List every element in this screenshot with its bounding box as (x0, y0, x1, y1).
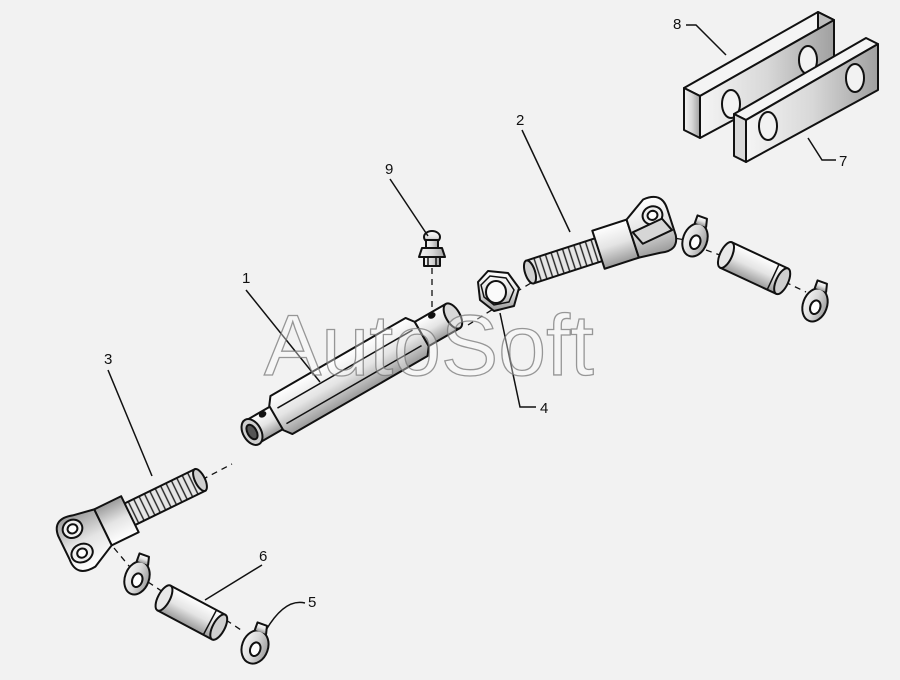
part-2-right-fork-end (522, 195, 678, 285)
assembly-axis-lines (113, 234, 807, 633)
callout-7: 7 (839, 153, 847, 170)
callout-8: 8 (673, 16, 681, 33)
part-6-pins (154, 241, 792, 641)
callout-labels: 1 2 3 4 5 6 7 8 9 (104, 16, 847, 611)
part-5-retaining-clips (123, 214, 829, 665)
part-4-hex-nut (477, 270, 520, 312)
callout-6: 6 (259, 548, 267, 565)
callout-3: 3 (104, 351, 112, 368)
callout-2: 2 (516, 112, 524, 129)
part-3-left-fork-end (55, 467, 208, 572)
callout-1: 1 (242, 270, 250, 287)
leader-lines (107, 24, 836, 631)
callout-9: 9 (385, 161, 393, 178)
watermark-text: AutoSoft (264, 298, 594, 394)
part-7-spacer-plate (733, 37, 879, 163)
callout-5: 5 (308, 594, 316, 611)
part-8-spacer-plate (683, 11, 835, 139)
part-1-adjusting-tube (240, 302, 464, 446)
part-9-grease-nipple (418, 230, 446, 267)
callout-4: 4 (540, 400, 548, 417)
